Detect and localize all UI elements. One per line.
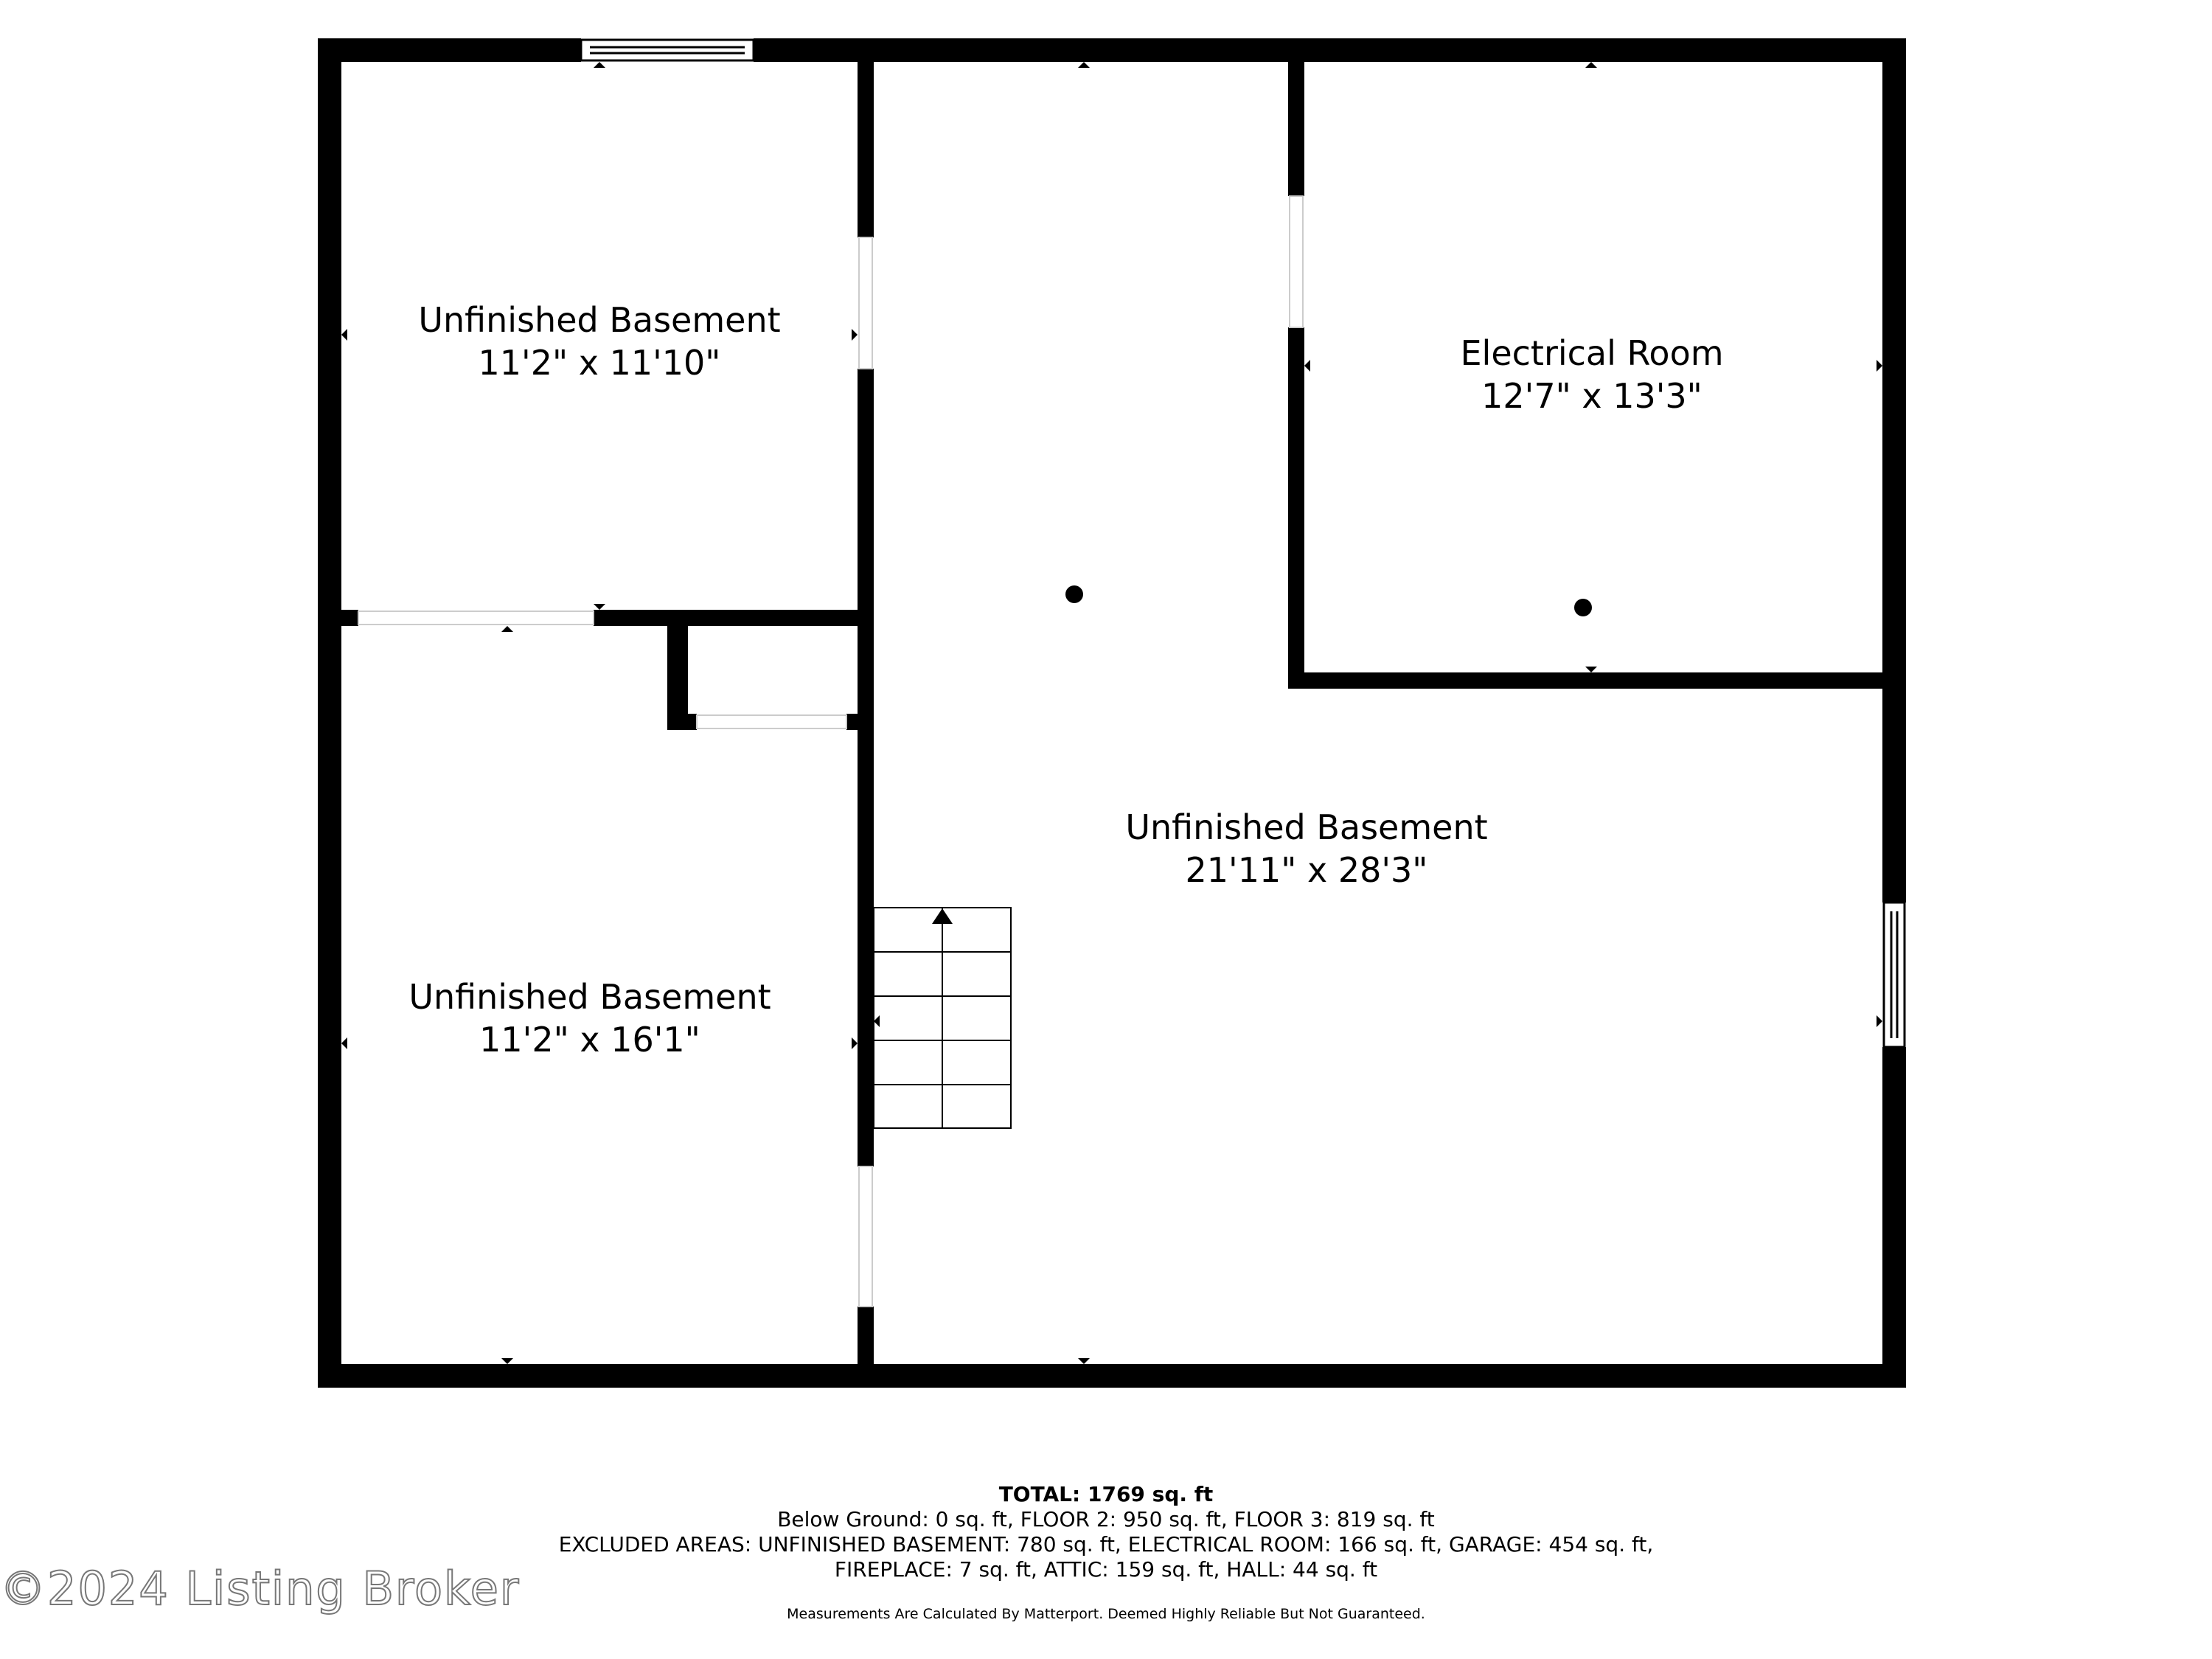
room-label-unfinished-basement-2: Unfinished Basement 11'2" x 16'1" bbox=[408, 975, 771, 1061]
marker-icon bbox=[1877, 360, 1882, 372]
marker-icon bbox=[341, 329, 347, 341]
outer-wall-right-upper bbox=[1882, 38, 1906, 902]
marker-icon bbox=[341, 1037, 347, 1049]
marker-icon bbox=[1585, 62, 1597, 68]
closet-wall-left bbox=[667, 610, 688, 730]
stairs bbox=[873, 907, 1012, 1129]
marker-icon bbox=[594, 604, 605, 610]
room-dimensions: 11'2" x 16'1" bbox=[479, 1020, 700, 1060]
marker-icon bbox=[1585, 667, 1597, 672]
area-summary: TOTAL: 1769 sq. ft Below Ground: 0 sq. f… bbox=[0, 1482, 2212, 1627]
marker-icon bbox=[501, 1358, 513, 1364]
room-name: Unfinished Basement bbox=[408, 977, 771, 1017]
outer-wall-bottom bbox=[318, 1364, 1906, 1388]
window-top bbox=[580, 38, 755, 62]
electrical-wall-bottom bbox=[1288, 672, 1906, 689]
opening-left-upper bbox=[858, 237, 873, 369]
window-right bbox=[1882, 901, 1906, 1048]
fixture-dot bbox=[1574, 599, 1592, 616]
watermark: ©2024 Listing Broker bbox=[0, 1561, 521, 1616]
outer-wall-right-lower bbox=[1882, 1047, 1906, 1388]
closet-wall-bottom-b bbox=[846, 714, 874, 730]
room-label-unfinished-basement-1: Unfinished Basement 11'2" x 11'10" bbox=[418, 299, 780, 384]
opening-electrical bbox=[1289, 195, 1304, 328]
inner-wall-left-a bbox=[858, 38, 874, 237]
electrical-wall-left-b bbox=[1288, 327, 1304, 689]
marker-icon bbox=[594, 62, 605, 68]
inner-wall-left-b bbox=[858, 369, 874, 1166]
windows bbox=[580, 38, 1906, 1048]
excluded-areas-line1: EXCLUDED AREAS: UNFINISHED BASEMENT: 780… bbox=[558, 1532, 1654, 1557]
measurement-markers bbox=[341, 62, 1882, 1364]
electrical-wall-left-a bbox=[1288, 38, 1304, 196]
marker-icon bbox=[1078, 62, 1090, 68]
marker-icon bbox=[1078, 1358, 1090, 1364]
opening-closet bbox=[696, 714, 847, 729]
stairs-up-arrow-icon bbox=[932, 908, 953, 924]
total-area: TOTAL: 1769 sq. ft bbox=[998, 1482, 1214, 1506]
opening-between-left-rooms bbox=[358, 611, 594, 625]
walls bbox=[318, 38, 1906, 1388]
room-label-unfinished-basement-3: Unfinished Basement 21'11" x 28'3" bbox=[1125, 806, 1487, 891]
marker-icon bbox=[1877, 1015, 1882, 1027]
excluded-areas-line2: FIREPLACE: 7 sq. ft, ATTIC: 159 sq. ft, … bbox=[834, 1557, 1378, 1582]
disclaimer: Measurements Are Calculated By Matterpor… bbox=[787, 1606, 1425, 1622]
room-name: Electrical Room bbox=[1460, 333, 1724, 373]
inner-wall-horizontal-b bbox=[594, 610, 874, 626]
room-label-electrical-room: Electrical Room 12'7" x 13'3" bbox=[1460, 332, 1723, 417]
closet-wall-bottom-a bbox=[667, 714, 697, 730]
marker-icon bbox=[501, 626, 513, 632]
inner-wall-left-c bbox=[858, 1307, 874, 1388]
outer-wall-top-left bbox=[318, 38, 581, 62]
below-ground-summary: Below Ground: 0 sq. ft, FLOOR 2: 950 sq.… bbox=[777, 1507, 1435, 1531]
room-dimensions: 12'7" x 13'3" bbox=[1481, 376, 1703, 416]
room-dimensions: 11'2" x 11'10" bbox=[478, 343, 721, 383]
room-name: Unfinished Basement bbox=[1125, 807, 1488, 847]
inner-wall-horizontal-a bbox=[318, 610, 358, 626]
outer-wall-left bbox=[318, 38, 341, 1388]
marker-icon bbox=[874, 1015, 880, 1027]
marker-icon bbox=[852, 329, 858, 341]
marker-icon bbox=[852, 1037, 858, 1049]
marker-icon bbox=[1304, 360, 1310, 372]
fixture-dot bbox=[1065, 585, 1083, 603]
room-name: Unfinished Basement bbox=[418, 300, 781, 340]
door-openings bbox=[358, 195, 1304, 1307]
outer-wall-top-right bbox=[754, 38, 1906, 62]
opening-left-lower bbox=[858, 1166, 873, 1307]
room-dimensions: 21'11" x 28'3" bbox=[1185, 850, 1428, 890]
